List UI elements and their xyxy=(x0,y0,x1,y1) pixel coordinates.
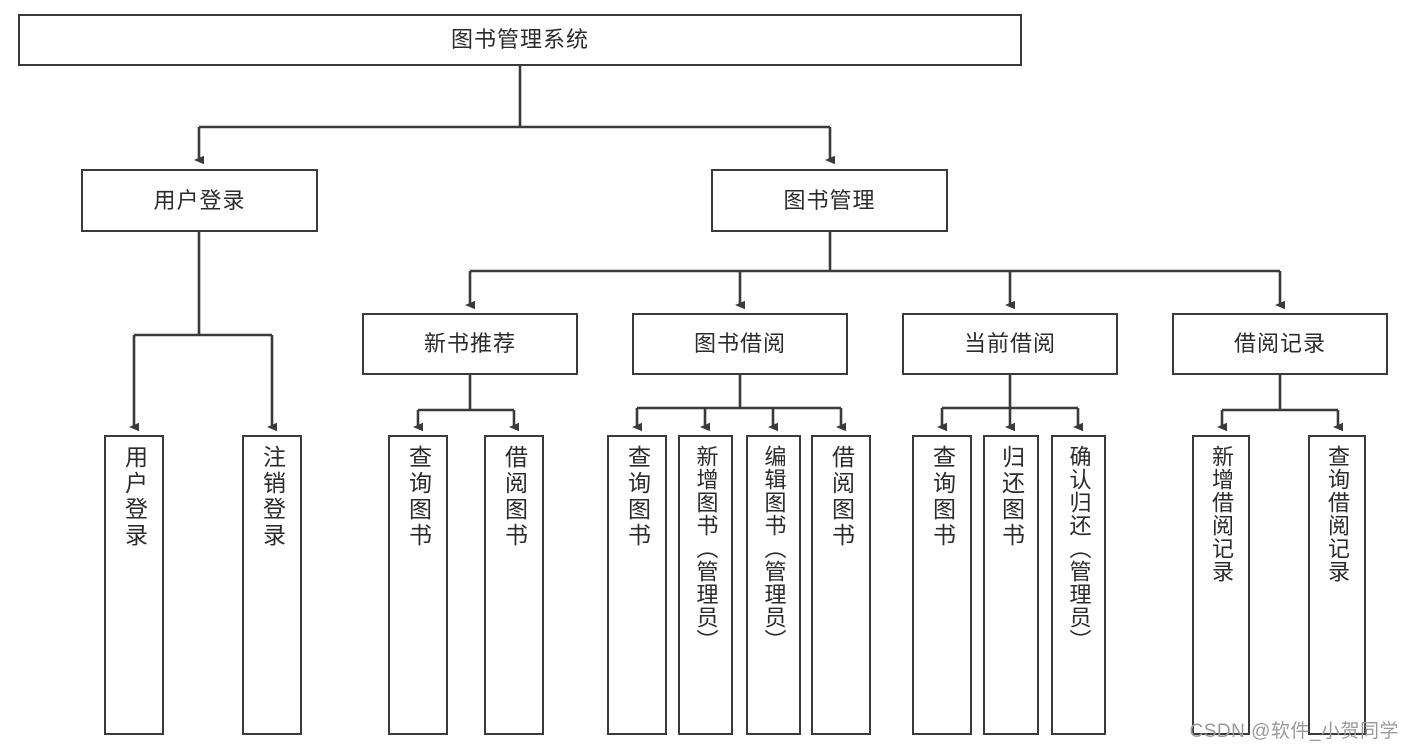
node-label: 图书管理系统 xyxy=(450,27,589,53)
node-root-system[interactable]: 图书管理系统 xyxy=(18,14,1022,66)
node-label: 新增图书（管理员） xyxy=(693,445,719,652)
leaf-borrow-borrow-book[interactable]: 借阅图书 xyxy=(811,435,871,735)
node-label: 新增借阅记录 xyxy=(1209,445,1234,583)
leaf-current-query-book[interactable]: 查询图书 xyxy=(912,435,972,735)
leaf-record-query-borrow-record[interactable]: 查询借阅记录 xyxy=(1308,435,1366,735)
leaf-recommend-query-book[interactable]: 查询图书 xyxy=(388,435,448,735)
leaf-user-login[interactable]: 用户登录 xyxy=(104,435,164,735)
node-label: 归还图书 xyxy=(998,445,1025,549)
leaf-borrow-add-book-admin[interactable]: 新增图书（管理员） xyxy=(678,435,733,735)
node-label: 用户登录 xyxy=(153,187,246,213)
node-borrow-record[interactable]: 借阅记录 xyxy=(1172,313,1388,375)
node-label: 确认归还（管理员） xyxy=(1066,445,1092,652)
node-label: 查询图书 xyxy=(929,445,956,549)
node-book-management[interactable]: 图书管理 xyxy=(711,169,948,232)
leaf-borrow-query-book[interactable]: 查询图书 xyxy=(607,435,667,735)
node-label: 当前借阅 xyxy=(963,331,1056,357)
node-new-book-recommend[interactable]: 新书推荐 xyxy=(362,313,578,375)
leaf-user-logout[interactable]: 注销登录 xyxy=(242,435,302,735)
node-current-borrow[interactable]: 当前借阅 xyxy=(902,313,1118,375)
node-label: 图书管理 xyxy=(783,187,876,213)
leaf-borrow-edit-book-admin[interactable]: 编辑图书（管理员） xyxy=(746,435,801,735)
node-label: 新书推荐 xyxy=(423,331,516,357)
leaf-current-confirm-return-admin[interactable]: 确认归还（管理员） xyxy=(1051,435,1106,735)
node-label: 借阅图书 xyxy=(501,445,528,549)
leaf-record-add-borrow-record[interactable]: 新增借阅记录 xyxy=(1192,435,1250,735)
node-label: 查询借阅记录 xyxy=(1325,445,1350,583)
node-label: 注销登录 xyxy=(259,445,286,549)
node-label: 编辑图书（管理员） xyxy=(761,445,787,652)
node-book-borrow[interactable]: 图书借阅 xyxy=(632,313,848,375)
node-user-login[interactable]: 用户登录 xyxy=(81,169,318,232)
node-label: 借阅记录 xyxy=(1233,331,1326,357)
node-label: 查询图书 xyxy=(405,445,432,549)
node-label: 查询图书 xyxy=(624,445,651,549)
leaf-current-return-book[interactable]: 归还图书 xyxy=(983,435,1039,735)
leaf-recommend-borrow-book[interactable]: 借阅图书 xyxy=(484,435,544,735)
node-label: 用户登录 xyxy=(121,445,148,549)
node-label: 图书借阅 xyxy=(693,331,786,357)
watermark: CSDN @软件_小贺同学 xyxy=(1189,721,1399,742)
node-label: 借阅图书 xyxy=(828,445,855,549)
